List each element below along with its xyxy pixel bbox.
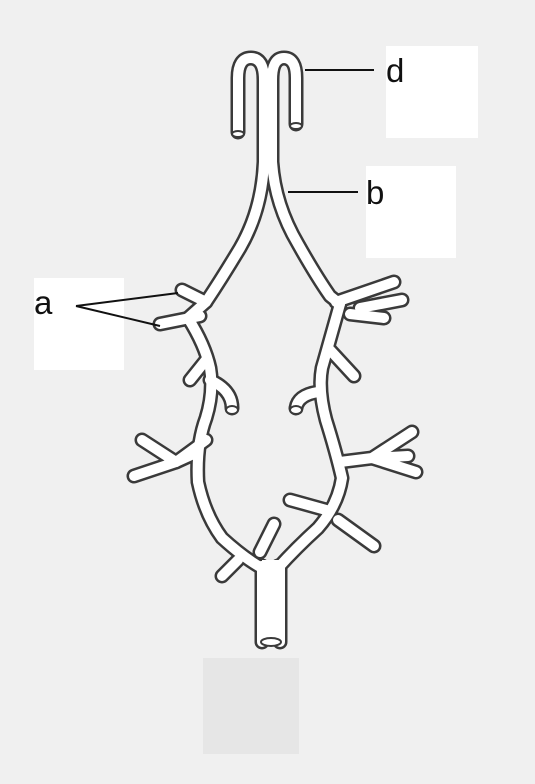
label-a: a [34,286,52,319]
leader-line-a-upper [76,293,178,306]
label-b: b [366,176,384,209]
label-d: d [386,54,404,87]
tube-inner [134,58,416,642]
leader-line-a-lower [76,306,160,326]
vessel-outlines [134,58,416,646]
